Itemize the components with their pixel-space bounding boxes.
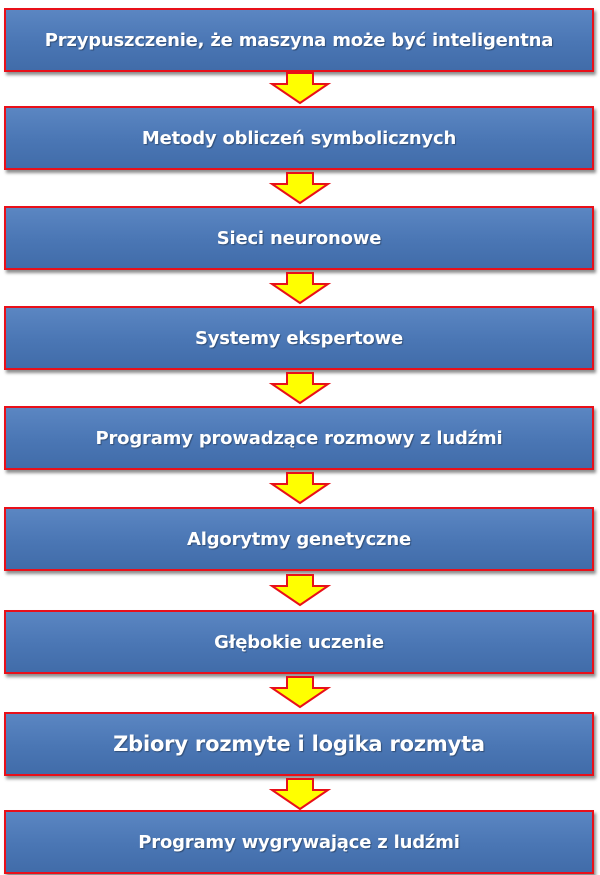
down-arrow-icon	[268, 372, 332, 405]
down-arrow-icon	[268, 676, 332, 709]
step-box-3: Sieci neuronowe	[4, 206, 594, 270]
step-box-2: Metody obliczeń symbolicznych	[4, 106, 594, 170]
step-label-3: Sieci neuronowe	[216, 227, 382, 249]
step-label-7: Głębokie uczenie	[214, 631, 384, 653]
down-arrow-icon	[268, 778, 332, 811]
step-box-5: Programy prowadzące rozmowy z ludźmi	[4, 406, 594, 470]
step-label-8: Zbiory rozmyte i logika rozmyta	[113, 732, 485, 756]
step-label-1: Przypuszczenie, że maszyna może być inte…	[44, 29, 554, 51]
step-label-4: Systemy ekspertowe	[194, 327, 404, 349]
step-box-8: Zbiory rozmyte i logika rozmyta	[4, 712, 594, 776]
step-label-9: Programy wygrywające z ludźmi	[138, 831, 460, 853]
step-box-9: Programy wygrywające z ludźmi	[4, 810, 594, 874]
step-box-1: Przypuszczenie, że maszyna może być inte…	[4, 8, 594, 72]
step-box-6: Algorytmy genetyczne	[4, 507, 594, 571]
down-arrow-icon	[268, 574, 332, 607]
step-label-6: Algorytmy genetyczne	[187, 528, 411, 550]
down-arrow-icon	[268, 72, 332, 105]
step-label-5: Programy prowadzące rozmowy z ludźmi	[95, 427, 503, 449]
step-box-4: Systemy ekspertowe	[4, 306, 594, 370]
step-label-2: Metody obliczeń symbolicznych	[141, 127, 457, 149]
down-arrow-icon	[268, 472, 332, 505]
down-arrow-icon	[268, 272, 332, 305]
down-arrow-icon	[268, 172, 332, 205]
step-box-7: Głębokie uczenie	[4, 610, 594, 674]
